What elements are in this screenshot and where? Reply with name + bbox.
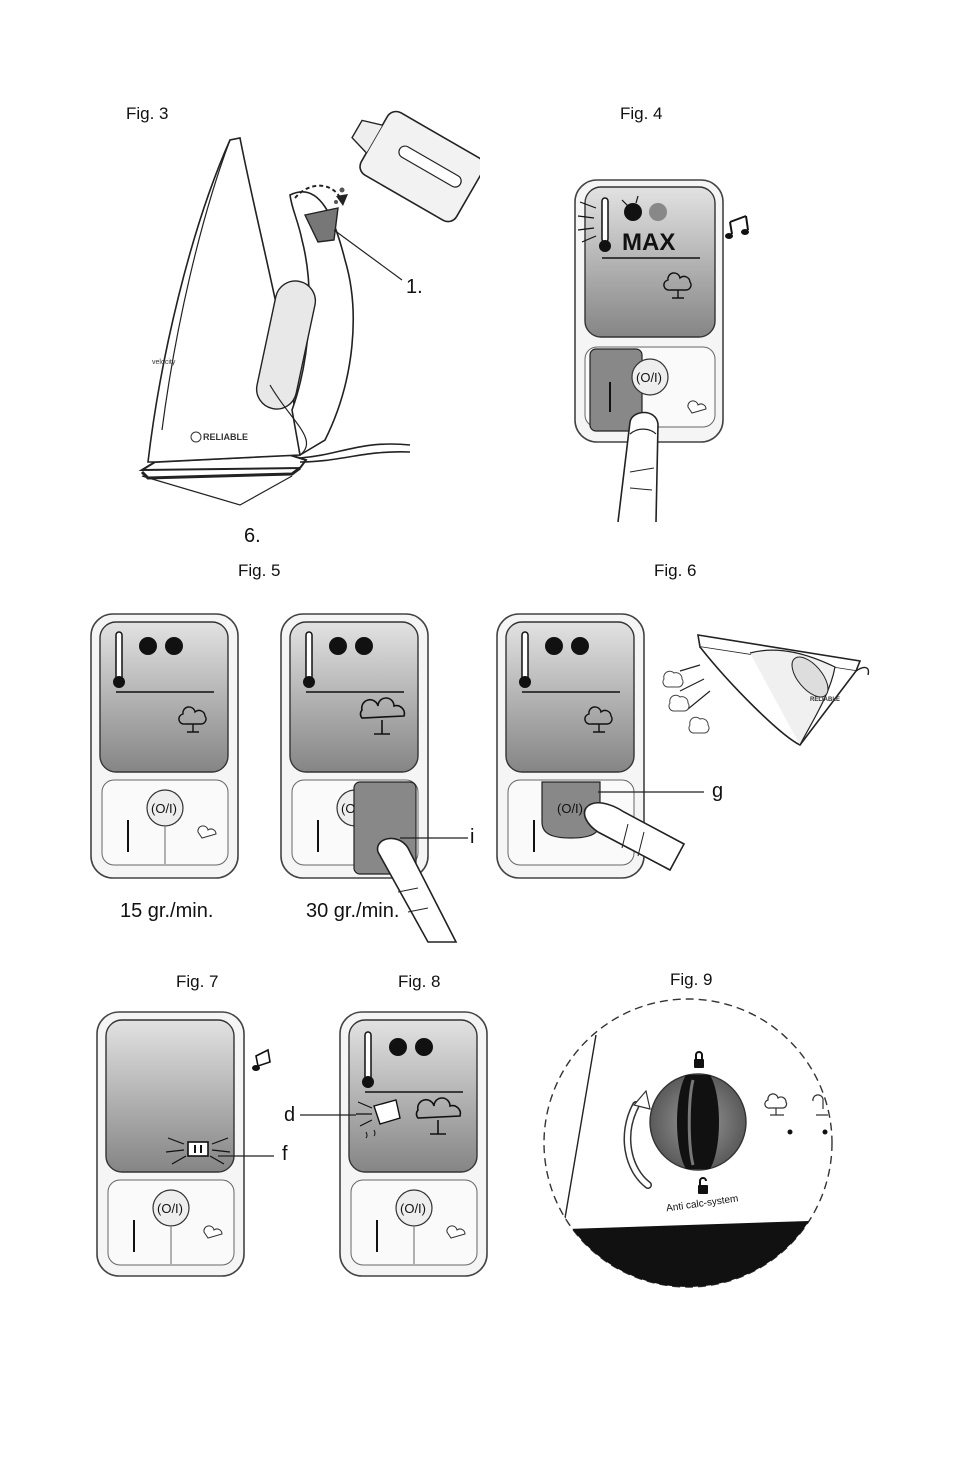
fig3-iron-filling-illustration: RELIABLE velocity	[138, 110, 480, 506]
fig3-model-text: velocity	[152, 359, 176, 366]
fig5-rate-low: 15 gr./min.	[120, 900, 214, 922]
fig8-callout-d: d	[284, 1104, 296, 1126]
fig4-title: Fig. 4	[620, 104, 663, 123]
fig6-brand-logo: RELIABLE	[810, 697, 840, 703]
fig4-max-label: MAX	[622, 229, 675, 256]
fig9-anti-calc-dial: Anti calc-system	[543, 998, 833, 1288]
fig4-control-panel-max: MAX (O/I)	[574, 179, 749, 523]
fig8-title: Fig. 8	[398, 972, 441, 991]
svg-text:(O/I): (O/I)	[151, 801, 177, 816]
fig5-title: Fig. 5	[238, 561, 281, 580]
fig8-panel-descale: (O/I)	[300, 1011, 488, 1277]
fig7-panel-blank: (O/I)	[96, 1011, 274, 1277]
fig7-callout-f: f	[282, 1143, 288, 1165]
fig3-brand-logo: RELIABLE	[203, 432, 248, 442]
fig5-rate-high: 30 gr./min.	[306, 900, 400, 922]
svg-text:(O/I): (O/I)	[400, 1201, 426, 1216]
fig3-title: Fig. 3	[126, 104, 169, 123]
fig5-panel-15: (O/I)	[90, 613, 239, 879]
svg-text:(O/I): (O/I)	[636, 370, 662, 385]
fig6-iron-steam-shot: RELIABLE	[662, 634, 870, 747]
fig7-title: Fig. 7	[176, 972, 219, 991]
fig5-callout-i: i	[470, 826, 475, 848]
fig6-callout-g: g	[712, 780, 724, 802]
fig6-title: Fig. 6	[654, 561, 697, 580]
fig5-panel-30: (O/I)	[280, 613, 468, 943]
fig3-callout-1: 1.	[406, 276, 423, 298]
svg-text:(O/I): (O/I)	[157, 1201, 183, 1216]
svg-text:(O/I): (O/I)	[557, 801, 583, 816]
fig3-callout-6: 6.	[244, 525, 261, 547]
fig6-panel-shot: (O/I)	[496, 613, 704, 879]
fig9-title: Fig. 9	[670, 970, 713, 989]
